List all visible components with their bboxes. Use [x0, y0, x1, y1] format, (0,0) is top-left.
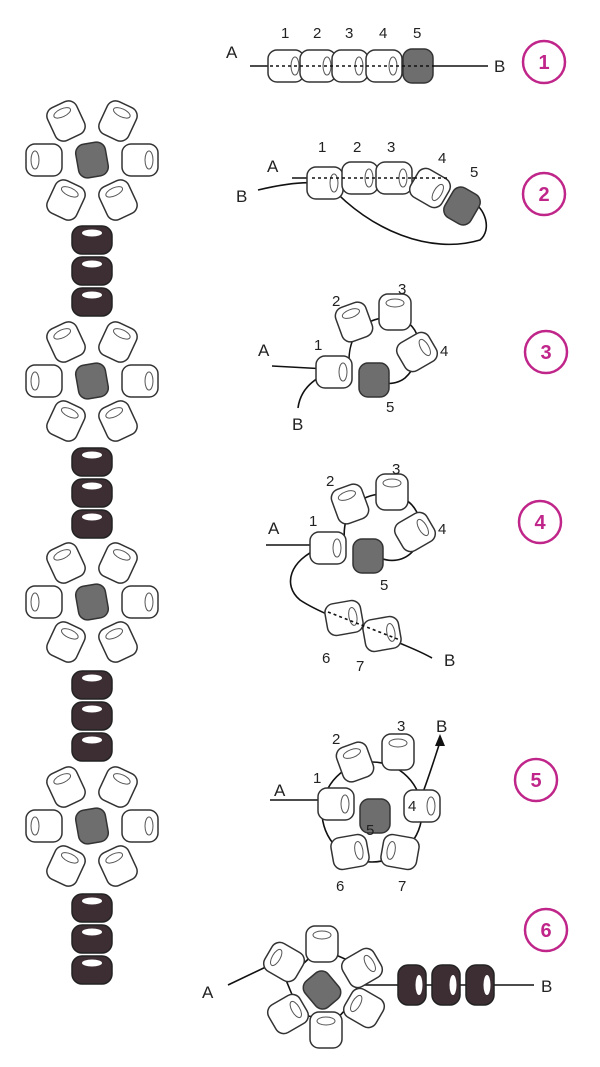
dark-bead-spacer: [71, 670, 113, 762]
bead-number: 1: [309, 513, 317, 530]
bead-number: 3: [387, 139, 395, 156]
bead-number: 5: [413, 25, 421, 42]
thread-end-b-label: B: [236, 187, 247, 206]
thread-end-a-label: A: [226, 43, 238, 62]
bead-number: 6: [322, 650, 330, 667]
bead-number: 4: [408, 798, 416, 815]
bead-number: 5: [470, 164, 478, 181]
bead-number: 7: [356, 658, 364, 675]
bead-number: 6: [336, 878, 344, 895]
thread-end-a-label: A: [268, 519, 280, 538]
step-number: 4: [534, 512, 546, 534]
step-4-marker: 4: [517, 499, 563, 545]
bead-number: 2: [326, 473, 334, 490]
bead-number: 1: [281, 25, 289, 42]
bead-number: 1: [314, 337, 322, 354]
flower-motif: [25, 97, 159, 224]
thread-end-b-label: B: [494, 57, 505, 76]
thread-end-a-label: A: [274, 781, 286, 800]
step-number: 3: [540, 342, 551, 364]
bead-number: 2: [313, 25, 321, 42]
thread-end-a-label: A: [267, 157, 279, 176]
dark-bead-spacer: [71, 447, 113, 539]
step-number: 1: [538, 52, 549, 74]
bead-number: 4: [379, 25, 387, 42]
step-1-diagram: A B 1 2 3 4 5: [226, 25, 505, 84]
bead-number: 5: [380, 577, 388, 594]
flower-motif: [25, 763, 159, 890]
bead-number: 5: [366, 822, 374, 839]
step-2-diagram: A B 1 2 3 4 5: [236, 139, 488, 246]
bead-number: 3: [397, 718, 405, 735]
bead-number: 3: [398, 281, 406, 298]
thread-end-a-label: A: [202, 983, 214, 1002]
thread-end-b-label: B: [541, 977, 552, 996]
thread-end-b-label: B: [436, 717, 447, 736]
step-number: 2: [538, 184, 549, 206]
bead-number: 5: [386, 399, 394, 416]
step-markers: 1 2 3 4 5 6: [513, 39, 569, 953]
bead-number: 2: [353, 139, 361, 156]
thread-end-b-label: B: [444, 651, 455, 670]
bead-number: 1: [313, 770, 321, 787]
dark-bead-spacer: [71, 893, 113, 985]
step-5-diagram: A B 1 2 3 4 5 6 7: [270, 717, 447, 895]
bead-number: 3: [345, 25, 353, 42]
bead-number: 4: [438, 521, 446, 538]
step-3-marker: 3: [523, 329, 569, 375]
flower-motif: [25, 539, 159, 666]
flower-motif: [25, 318, 159, 445]
step-6-diagram: A B: [202, 925, 552, 1049]
thread-end-a-label: A: [258, 341, 270, 360]
step-6-marker: 6: [523, 907, 569, 953]
arrow-icon: [435, 734, 445, 746]
step-number: 6: [540, 920, 551, 942]
step-3-diagram: A B 1 2 3 4 5: [258, 281, 448, 434]
bead-number: 1: [318, 139, 326, 156]
dark-bead-spacer: [71, 225, 113, 317]
bead-number: 2: [332, 731, 340, 748]
beaded-chain: [25, 97, 159, 985]
step-1-marker: 1: [521, 39, 567, 85]
thread-end-b-label: B: [292, 415, 303, 434]
bead-number: 4: [440, 343, 448, 360]
step-4-diagram: A B 1 2 3 4 5 6 7: [266, 461, 455, 675]
step-number: 5: [530, 770, 541, 792]
bead-number: 3: [392, 461, 400, 478]
bead-number: 2: [332, 293, 340, 310]
step-5-marker: 5: [513, 757, 559, 803]
bead-number: 7: [398, 878, 406, 895]
bead-number: 4: [438, 150, 446, 167]
step-2-marker: 2: [521, 171, 567, 217]
